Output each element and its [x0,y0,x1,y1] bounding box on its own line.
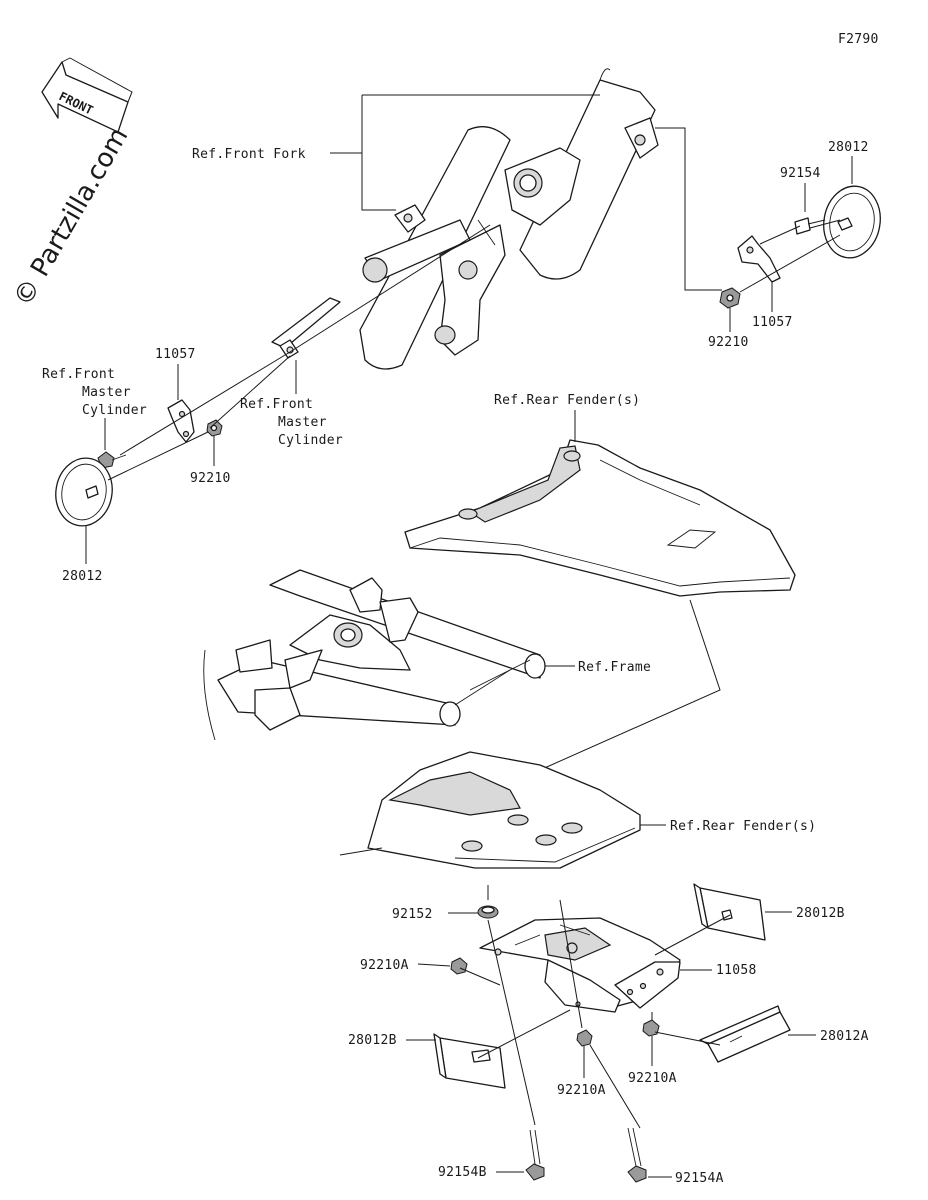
frame-drawing [203,569,546,741]
label-92210A-mid: 92210A [557,1083,606,1098]
master-cylinder-lever [271,297,341,359]
bracket-11058-drawing [479,917,681,1013]
nut-92210A-mid [576,1029,593,1047]
label-92154A: 92154A [675,1171,724,1186]
grommet-92152 [477,905,499,919]
reflector-left [55,457,113,527]
label-28012B-left: 28012B [348,1033,397,1048]
label-11058: 11058 [716,963,757,978]
label-28012A: 28012A [820,1029,869,1044]
bolt-92154B [525,1129,545,1181]
label-ref-front-mc-left-2: Master [82,385,131,400]
label-ref-front-mc-mid-1: Ref.Front [240,397,313,412]
label-28012-left: 28012 [62,569,103,584]
bolt-92154-top-right [794,217,826,235]
reflector-28012B-right [693,883,766,941]
label-28012B-right: 28012B [796,906,845,921]
diagram-code: F2790 [838,32,879,47]
label-92154-top-right: 92154 [780,166,821,181]
bolt-92154A [627,1127,647,1183]
label-28012-top-right: 28012 [828,140,869,155]
label-92210A-left: 92210A [360,958,409,973]
reflector-28012B-left [433,1033,506,1089]
nut-92210A-right [642,1019,660,1037]
reflector-top-right [823,185,881,259]
label-ref-rear-fender-bottom: Ref.Rear Fender(s) [670,819,816,834]
watermark: © Partzilla.com [8,123,134,312]
label-ref-front-mc-left-3: Cylinder [82,403,147,418]
label-11057-left: 11057 [155,347,196,362]
reflector-28012A [699,1005,791,1063]
front-fork-drawing [359,68,659,370]
label-ref-front-mc-left-1: Ref.Front [42,367,115,382]
leader-fender-to-frame [539,599,721,771]
label-ref-rear-fender-top: Ref.Rear Fender(s) [494,393,640,408]
bracket-11057-left [167,399,195,443]
leaders-left-reflector [107,351,291,481]
leader-left-to-fork [289,224,491,353]
label-92210A-right: 92210A [628,1071,677,1086]
nut-92210-left [206,419,223,437]
rear-fender-bottom-drawing [339,751,641,869]
nut-92210A-left [450,957,468,975]
label-ref-front-mc-mid-2: Master [278,415,327,430]
leaders-top-right [655,127,841,293]
nut-92210-right [719,287,741,309]
label-11057-right: 11057 [752,315,793,330]
label-92154B: 92154B [438,1165,487,1180]
label-92210-left: 92210 [190,471,231,486]
bracket-11057-right [737,235,781,283]
leader-front-fork [330,94,600,211]
label-92210-right: 92210 [708,335,749,350]
label-ref-frame: Ref.Frame [578,660,651,675]
rear-fender-top-drawing [404,439,796,597]
label-ref-front-fork: Ref.Front Fork [192,147,306,162]
front-arrow-icon: FRONT [41,57,133,133]
label-ref-front-mc-mid-3: Cylinder [278,433,343,448]
label-92152: 92152 [392,907,433,922]
